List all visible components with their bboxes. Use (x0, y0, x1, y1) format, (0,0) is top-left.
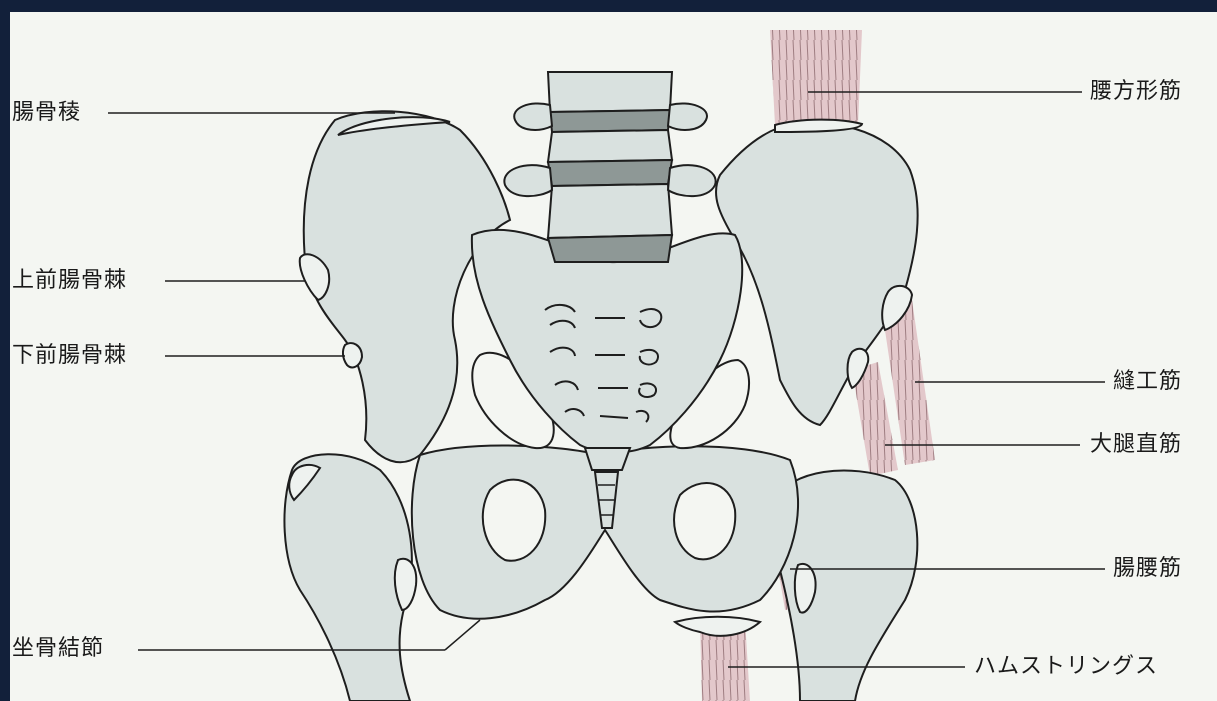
ischial-tuberosity-label: 坐骨結節 (12, 636, 104, 662)
right-aiis (343, 343, 362, 367)
asis-label: 上前腸骨棘 (12, 268, 127, 294)
iliopsoas-label: 腸腰筋 (1113, 556, 1182, 582)
quadratus-lumborum-muscle (770, 30, 862, 125)
aiis-label: 下前腸骨棘 (12, 343, 127, 369)
pelvis-diagram (10, 12, 1217, 701)
right-obturator-foramen (483, 480, 545, 561)
rectus-femoris-label: 大腿直筋 (1090, 432, 1182, 458)
hamstrings-label: ハムストリングス (974, 654, 1158, 680)
iliac-crest-label: 腸骨稜 (12, 100, 81, 126)
quadratus-lumborum-label: 腰方形筋 (1090, 79, 1182, 105)
sartorius-label: 縫工筋 (1113, 369, 1182, 395)
left-obturator-foramen (674, 483, 735, 559)
illustration-frame: 腸骨稜 上前腸骨棘 下前腸骨棘 坐骨結節 腰方形筋 縫工筋 大腿直筋 腸腰筋 ハ… (10, 12, 1217, 701)
